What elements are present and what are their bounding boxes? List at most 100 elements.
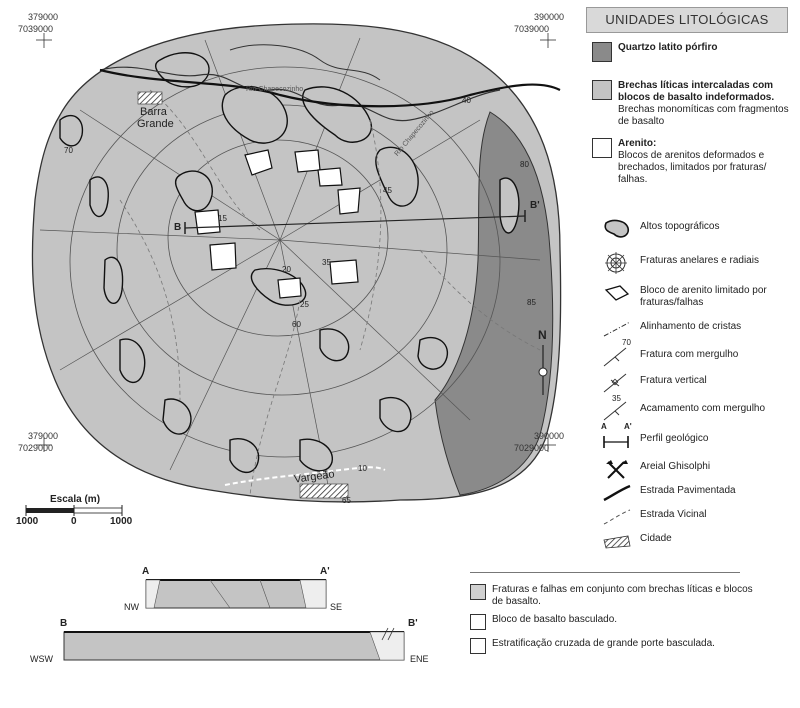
- section-legend-item: Fraturas e falhas em conjunto com brecha…: [470, 584, 770, 610]
- place-barra: Barra: [140, 106, 167, 118]
- dip-label: 60: [292, 320, 301, 329]
- porphyry-swatch: [592, 42, 612, 62]
- section-legend-item: Bloco de basalto basculado.: [470, 614, 770, 630]
- scale-bar: [25, 505, 123, 516]
- dip-label: 15: [218, 214, 227, 223]
- ridge-alignment-icon: [603, 321, 631, 337]
- section-legend-label: Estratificação cruzada de grande porte b…: [492, 638, 715, 649]
- legend-symbol-label: Alinhamento de cristas: [640, 321, 742, 332]
- geologic-map: 379000 7039000 390000 7039000 379000 702…: [16, 12, 565, 527]
- breccia-swatch: [592, 80, 612, 100]
- legend-symbol-label: Fratura com mergulho: [640, 349, 739, 360]
- local-road-icon: [603, 509, 631, 525]
- unit-sandstone-label: Arenito:: [618, 138, 657, 149]
- section-legend-item: Estratificação cruzada de grande porte b…: [470, 638, 770, 654]
- coord-top-left-e: 379000: [28, 12, 59, 22]
- fractures-breccia-icon: [470, 584, 486, 600]
- north-arrow: [538, 345, 548, 395]
- legend-symbol-label: Areial Ghisolphi: [640, 461, 711, 472]
- coord-bottom-right-n: 7029000: [514, 443, 550, 453]
- outer-ring-fracture: [69, 66, 501, 458]
- profile-b-label: B: [174, 222, 182, 233]
- dip-value-70: 70: [622, 338, 631, 347]
- coord-top-right-e: 390000: [534, 12, 565, 22]
- dipping-fracture-icon: [603, 347, 627, 367]
- profile-a-start: A: [142, 566, 150, 577]
- profile-a-end: A': [320, 566, 330, 577]
- scale-mid: 0: [71, 516, 77, 527]
- dip-label: 40: [462, 96, 471, 105]
- legend-title: UNIDADES LITOLÓGICAS: [586, 7, 788, 33]
- unit-sandstone-desc: Blocos de arenitos deformados e brechado…: [618, 150, 767, 185]
- section-legend-label: Bloco de basalto basculado.: [492, 614, 618, 625]
- north-label: N: [538, 328, 547, 342]
- paved-road-icon: [603, 484, 631, 502]
- legend-symbol-label: Acamamento com mergulho: [640, 403, 766, 414]
- legend-unit-porphyry: Quartzo latito pórfiro: [592, 42, 792, 62]
- river-label-1: Rio Chapecozinho: [246, 86, 304, 93]
- sand-pit-icon: [606, 460, 628, 479]
- cross-section-aa: A A' NW SE: [120, 566, 360, 616]
- profile-b-prime-label: B': [530, 200, 540, 211]
- section-legend-label: Fraturas e falhas em conjunto com brecha…: [492, 584, 753, 607]
- vicinal-roads: [119, 89, 541, 496]
- geologic-profile-icon: [603, 436, 629, 448]
- profile-b-start: B: [60, 618, 68, 629]
- dip-value-35: 35: [612, 394, 621, 403]
- ring-radial-fractures-icon: [605, 252, 627, 274]
- cross-section-bb: B B' WSW ENE: [30, 618, 450, 668]
- legend-symbol-label: Estrada Pavimentada: [640, 485, 736, 496]
- legend-symbol-label: Fratura vertical: [640, 375, 707, 386]
- profile-a-prime-legend: A': [624, 422, 632, 431]
- profile-a-legend: A: [601, 422, 607, 431]
- legend-unit-sandstone: Arenito: Blocos de arenitos deformados e…: [592, 138, 792, 188]
- city-icon: [603, 535, 631, 549]
- profile-b-wsw: WSW: [30, 654, 53, 664]
- legend-symbol-label: Cidade: [640, 533, 672, 544]
- unit-porphyry-label: Quartzo latito pórfiro: [618, 42, 718, 53]
- map-svg: [25, 23, 562, 516]
- dipping-bedding-icon: [603, 401, 627, 421]
- section-legend-divider: [470, 572, 740, 573]
- dip-label: 25: [300, 300, 309, 309]
- dip-label: 45: [383, 186, 392, 195]
- profile-a-nw: NW: [124, 602, 139, 612]
- sandstone-blocks: [194, 149, 361, 299]
- city-barra-grande: [137, 91, 163, 105]
- porphyry-unit-area: [434, 111, 554, 496]
- legend-symbol-label: Altos topográficos: [640, 221, 720, 232]
- paved-road: [99, 68, 561, 108]
- scale-right: 1000: [110, 516, 133, 527]
- legend-unit-breccia: Brechas líticas intercaladas com blocos …: [592, 80, 792, 130]
- legend-symbol-label: Fraturas anelares e radiais: [640, 255, 759, 266]
- river-chapecozinho: [99, 66, 501, 122]
- coord-top-left-n: 7039000: [18, 24, 54, 34]
- dip-label: 20: [282, 265, 291, 274]
- road-vargeao: [224, 466, 386, 486]
- scale-left: 1000: [16, 516, 39, 527]
- tilted-basalt-block-icon: [470, 614, 486, 630]
- coord-bottom-right-e: 390000: [534, 431, 565, 441]
- dip-label: 85: [527, 298, 536, 307]
- dip-label: 65: [342, 496, 351, 505]
- topographic-highs: [59, 52, 520, 473]
- tilted-crossbedding-icon: [470, 638, 486, 654]
- coord-bottom-left-n: 7029000: [18, 443, 54, 453]
- unit-breccia-label: Brechas líticas intercaladas com blocos …: [618, 80, 775, 103]
- river-chapecozinho-2: [229, 44, 381, 81]
- profile-line-bb: [184, 215, 526, 229]
- profile-a-se: SE: [330, 602, 343, 612]
- dip-label: 80: [520, 160, 529, 169]
- profile-b-ene: ENE: [410, 654, 429, 664]
- sandstone-block-icon: [604, 285, 630, 301]
- topographic-high-icon: [604, 219, 630, 238]
- coord-bottom-left-e: 379000: [28, 431, 59, 441]
- legend-symbol-label: Estrada Vicinal: [640, 509, 707, 520]
- dip-label: 10: [358, 464, 367, 473]
- coord-top-right-n: 7039000: [514, 24, 550, 34]
- legend-symbol-label: Perfil geológico: [640, 433, 709, 444]
- scale-title: Escala (m): [50, 494, 101, 505]
- unit-breccia-desc: Brechas monomíticas com fragmentos de ba…: [618, 104, 789, 127]
- sandstone-swatch: [592, 138, 612, 158]
- dip-label: 70: [64, 146, 73, 155]
